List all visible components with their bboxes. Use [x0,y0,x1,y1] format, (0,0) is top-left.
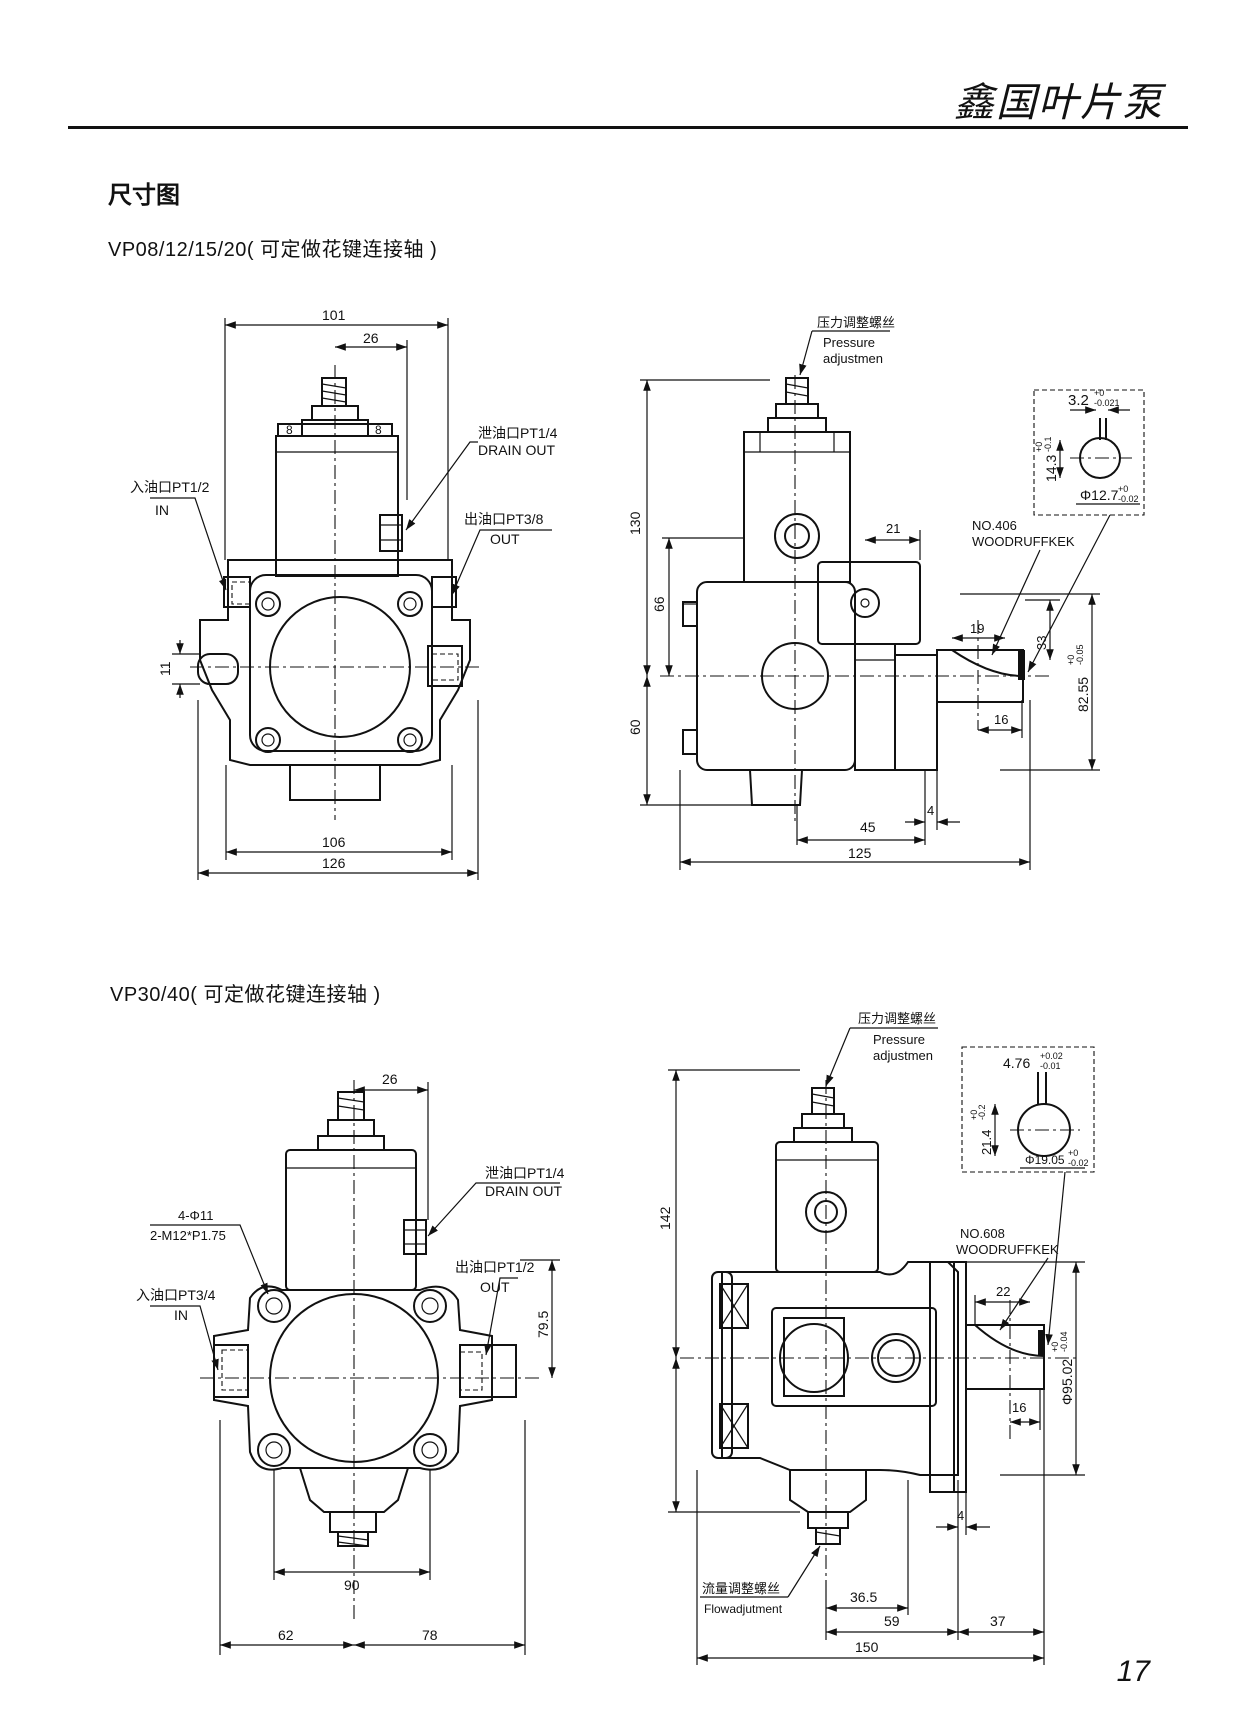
label-pressure-en2: adjustmen [823,351,883,366]
key2-w-tol-lo: -0.01 [1040,1061,1061,1071]
label-inlet-cn: 入油口PT1/2 [130,479,210,495]
key1-h-tol-lo: -0.1 [1043,436,1053,452]
dim-130: 130 [627,511,643,535]
dim30-26: 26 [382,1071,398,1087]
dim30s-16: 16 [1012,1400,1026,1415]
dim30s-9502-tol-up: +0 [1050,1342,1060,1352]
dim30s-9502-tol-lo: -0.04 [1059,1331,1069,1352]
key2-w: 4.76 [1003,1055,1030,1071]
dim30s-150: 150 [855,1639,879,1655]
vp30-side-view: 142 150 59 36.5 37 4 22 16 Φ95.02 +0 -0.… [657,1011,1095,1665]
key2-h: 21.4 [979,1130,994,1155]
dim-66: 66 [651,596,667,612]
brand-title: 鑫国叶片泵 [954,81,1164,125]
dim-8-left: 8 [286,423,293,437]
header-rule [68,126,1188,129]
label30-drain-en: DRAIN OUT [485,1183,562,1199]
dim-8255: 82.55 [1075,677,1091,712]
dim30s-4: 4 [957,1508,964,1523]
key2-d-tol-up: +0 [1068,1148,1078,1158]
dim-19: 19 [970,621,984,636]
label-outlet-cn: 出油口PT3/8 [464,511,544,527]
dim30-62: 62 [278,1627,294,1643]
label30-outlet-cn: 出油口PT1/2 [455,1259,535,1275]
dim-11: 11 [157,661,173,676]
key2-d: Φ19.05 [1025,1153,1065,1167]
dim-60: 60 [627,719,643,735]
label-drain-cn: 泄油口PT1/4 [478,425,558,441]
vp30-front-view: 26 79.5 90 62 78 4-Φ11 2-M12*P1.75 入油口PT… [136,1071,565,1655]
label-outlet-en: OUT [490,531,520,547]
key2-h-tol-up: +0 [969,1110,979,1120]
vp08-side-view: 130 60 66 125 45 4 21 19 16 33 82.55 [627,315,1145,870]
dim-106: 106 [322,834,346,850]
label-drain-en: DRAIN OUT [478,442,555,458]
key2-w-tol-up: +0.02 [1040,1051,1063,1061]
label-pressure-en1: Pressure [823,335,875,350]
label-key-name: WOODRUFFKEK [972,534,1075,549]
label30-flow-cn: 流量调整螺丝 [702,1581,780,1596]
label-key-no: NO.406 [972,518,1017,533]
dim-33: 33 [1034,636,1049,650]
model-title-vp30: VP30/40( 可定做花键连接轴 ) [110,984,381,1006]
dim30s-365: 36.5 [850,1589,877,1605]
label-inlet-en: IN [155,502,169,518]
key1-w-tol-up: +0 [1094,388,1104,398]
key1-d-tol-lo: -0.02 [1118,494,1139,504]
dim30s-37: 37 [990,1613,1006,1629]
label30-holes: 4-Φ11 [178,1208,213,1223]
key1-w-tol-lo: -0.021 [1094,398,1120,408]
label30-key-name: WOODRUFFKEK [956,1242,1059,1257]
section-title: 尺寸图 [108,182,180,209]
label30-key-no: NO.608 [960,1226,1005,1241]
model-title-vp08: VP08/12/15/20( 可定做花键连接轴 ) [108,239,438,261]
label30-outlet-en: OUT [480,1279,510,1295]
label-pressure-cn: 压力调整螺丝 [817,315,895,330]
label30-inlet-en: IN [174,1307,188,1323]
label30-pressure-cn: 压力调整螺丝 [858,1011,936,1026]
dim30-90: 90 [344,1577,360,1593]
dim30-78: 78 [422,1627,438,1643]
label30-pressure-en1: Pressure [873,1032,925,1047]
dim30s-142: 142 [657,1206,673,1230]
dim-26: 26 [363,330,379,346]
dim30s-22: 22 [996,1284,1010,1299]
key1-w: 3.2 [1068,392,1089,409]
dim-8-right: 8 [375,423,382,437]
label30-flow-en: Flowadjutment [704,1602,783,1616]
dim30s-9502: Φ95.02 [1059,1359,1075,1405]
label30-drain-cn: 泄油口PT1/4 [485,1165,565,1181]
key1-h: 14.3 [1043,455,1059,482]
dim-4: 4 [927,803,934,818]
vp08-front-view: 101 26 8 8 106 126 11 泄油口PT1/4 DRAIN OUT… [130,307,558,880]
label30-pressure-en2: adjustmen [873,1048,933,1063]
dim-8255-tol-lo: -0.05 [1075,644,1085,665]
label30-inlet-cn: 入油口PT3/4 [136,1287,216,1303]
dim-101: 101 [322,307,346,323]
dim-16: 16 [994,712,1008,727]
dim-45: 45 [860,819,876,835]
key1-d-tol-up: +0 [1118,484,1128,494]
dim-125: 125 [848,845,872,861]
key2-d-tol-lo: -0.02 [1068,1158,1089,1168]
key1-d: Φ12.7 [1080,487,1119,503]
dim-8255-tol-up: +0 [1066,655,1076,665]
key2-h-tol-lo: -0.2 [977,1104,987,1120]
dim-21: 21 [886,521,900,536]
dim-126: 126 [322,855,346,871]
page-number: 17 [1116,1655,1150,1688]
key1-h-tol-up: +0 [1034,442,1044,452]
dim30-795: 79.5 [535,1311,551,1338]
dim30s-59: 59 [884,1613,900,1629]
label30-thread: 2-M12*P1.75 [150,1228,226,1243]
